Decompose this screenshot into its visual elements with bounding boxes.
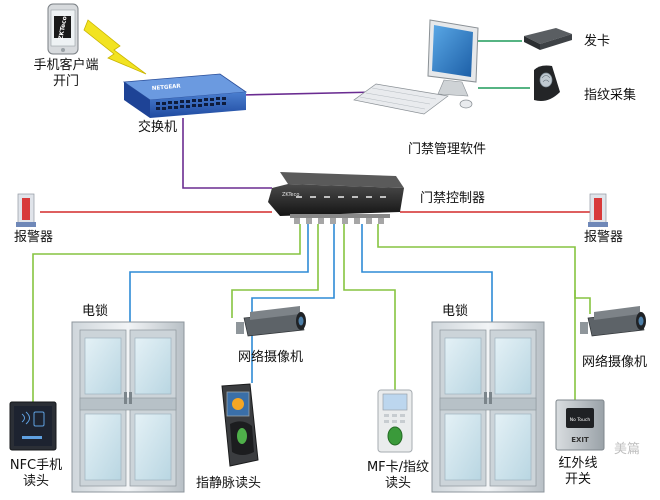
wire-lock-right [361, 224, 493, 322]
label-mf-reader: MF卡/指纹 读头 [367, 460, 429, 492]
computer-icon [353, 19, 479, 115]
label-fingerprint-enroll: 指纹采集 [584, 88, 637, 103]
access-controller-icon: ZKTeco [268, 172, 404, 224]
wire-nfc-reader [32, 224, 301, 402]
label-mobile-app-line1: 手机客户端 [33, 58, 99, 73]
network-camera-right-icon [580, 306, 646, 337]
wire-switch-to-controller [182, 118, 272, 189]
finger-vein-reader-icon [221, 383, 259, 467]
label-vein-reader: 指静脉读头 [196, 476, 262, 491]
watermark: 美篇 [614, 442, 641, 457]
controller-brand: ZKTeco [282, 192, 299, 198]
label-nfc-reader-line1: NFC手机 [9, 458, 63, 473]
label-controller: 门禁控制器 [420, 191, 486, 206]
label-software: 门禁管理软件 [408, 142, 487, 157]
wireless-lightning-icon [83, 19, 147, 75]
network-switch-icon: NETGEAR [122, 73, 248, 118]
label-camera-right: 网络摄像机 [582, 355, 648, 370]
wire-ir-switch [377, 224, 576, 400]
exit-top-text: No Touch [570, 417, 591, 423]
wire-switch-to-pc [239, 91, 379, 96]
label-card-issuer: 发卡 [584, 34, 611, 49]
nfc-reader-icon [9, 401, 57, 451]
exit-text: EXIT [571, 436, 589, 444]
label-nfc-reader-line2: 读头 [22, 474, 49, 489]
mobile-phone-icon: ZKTeco [47, 3, 79, 55]
label-camera-left: 网络摄像机 [238, 350, 304, 365]
alarm-siren-right-icon [588, 193, 608, 227]
alarm-siren-left-icon [16, 193, 36, 227]
label-mf-reader-line1: MF卡/指纹 [366, 460, 430, 475]
fingerprint-scanner-icon [534, 65, 560, 101]
switch-brand: NETGEAR [152, 83, 182, 92]
label-ir-switch-line1: 红外线 [558, 456, 598, 471]
label-lock-left: 电锁 [82, 304, 109, 319]
label-nfc-reader: NFC手机 读头 [10, 458, 62, 490]
phone-brand: ZKTeco [57, 16, 68, 41]
wire-mf-reader [343, 224, 396, 390]
mf-fingerprint-reader-icon [377, 389, 413, 453]
card-issuer-icon [524, 28, 572, 50]
network-camera-left-icon [236, 306, 306, 337]
label-ir-switch: 红外线 开关 [558, 456, 597, 488]
label-mf-reader-line2: 读头 [384, 476, 412, 491]
wire-camera-left [231, 224, 319, 318]
wire-lock-left [129, 224, 309, 322]
label-lock-right: 电锁 [442, 304, 469, 319]
label-mobile-app-line2: 开门 [52, 74, 80, 89]
label-alarm-right: 报警器 [584, 230, 624, 245]
label-mobile-app: 手机客户端 开门 [33, 58, 98, 90]
label-ir-switch-line2: 开关 [564, 472, 592, 487]
label-alarm-left: 报警器 [14, 230, 54, 245]
ir-exit-switch-icon: No Touch EXIT [555, 399, 605, 451]
label-switch: 交换机 [138, 120, 178, 135]
glass-door-right-icon [431, 321, 545, 493]
glass-door-left-icon [71, 321, 185, 493]
wire-camera-right [574, 290, 591, 314]
